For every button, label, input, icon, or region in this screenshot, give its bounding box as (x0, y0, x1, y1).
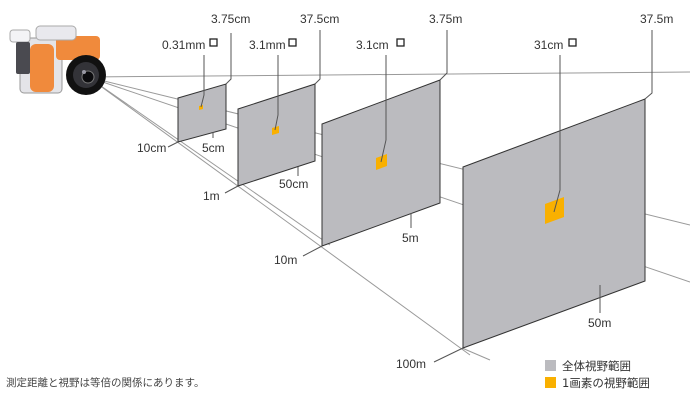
height-label: 5cm (202, 141, 225, 155)
legend-swatch (545, 377, 556, 388)
footnote: 測定距離と視野は等倍の関係にあります。 (6, 377, 205, 389)
camera-icon (9, 25, 106, 95)
pixel-square-icon (209, 38, 218, 47)
leader-lines (167, 30, 653, 363)
plane-10m (321, 79, 441, 247)
height-label: 50m (588, 316, 611, 330)
plane-1m (237, 83, 316, 187)
width-label: 3.75cm (211, 12, 250, 26)
view-field-plane (237, 83, 316, 187)
height-label: 5m (402, 231, 419, 245)
pixel-area (199, 105, 203, 110)
legend-label: 1画素の視野範囲 (562, 375, 650, 390)
width-label: 37.5m (640, 12, 673, 26)
projection-line-lower-tail (461, 347, 491, 361)
distance-label: 10cm (137, 141, 166, 155)
width-labels: 3.75cm 37.5cm 3.75m 37.5m (211, 12, 673, 26)
width-leader-4 (644, 30, 653, 100)
distance-label: 100m (396, 357, 426, 371)
pixel-size-label: 0.31mm (162, 38, 205, 52)
pixel-area (272, 126, 279, 135)
pixel-leader-3 (380, 55, 387, 163)
distance-leader-3 (302, 245, 323, 257)
width-label: 3.75m (429, 12, 462, 26)
distance-leader-2 (224, 185, 239, 194)
legend-swatch (545, 360, 556, 371)
projection-line-steep (87, 76, 331, 246)
width-leader-1 (225, 33, 232, 85)
pixel-leader-4 (553, 55, 561, 213)
width-leader-2 (314, 30, 321, 85)
legend-item-pixel-field: 1画素の視野範囲 (545, 374, 650, 391)
distance-label: 1m (203, 189, 220, 203)
legend-item-full-field: 全体視野範囲 (545, 357, 650, 374)
view-field-plane (177, 83, 227, 143)
projection-line-top (87, 71, 690, 78)
width-leader-3 (439, 30, 448, 81)
pixel-square-icon (568, 38, 577, 47)
width-label: 37.5cm (300, 12, 339, 26)
projection-line-bottom (87, 76, 471, 356)
pixel-square-icon (396, 38, 405, 47)
height-labels: 5cm 50cm 5m 50m (202, 141, 611, 330)
legend: 全体視野範囲 1画素の視野範囲 (545, 357, 650, 391)
pixel-square-icon (288, 38, 297, 47)
distance-leader-1 (167, 141, 179, 148)
legend-label: 全体視野範囲 (562, 358, 631, 373)
height-label: 50cm (279, 177, 308, 191)
view-field-plane (462, 98, 646, 349)
distance-label: 10m (274, 253, 297, 267)
distance-labels: 10cm 1m 10m 100m (137, 141, 426, 371)
pixel-size-label: 3.1mm (249, 38, 286, 52)
distance-leader-4 (433, 347, 464, 363)
plane-10cm (177, 83, 227, 143)
pixel-leader-2 (274, 55, 279, 131)
plane-100m (462, 98, 646, 349)
pixel-size-label: 31cm (534, 38, 563, 52)
pixel-leader-1 (200, 55, 205, 108)
pixel-size-labels: 0.31mm 3.1mm 3.1cm 31cm (162, 38, 577, 52)
pixel-size-label: 3.1cm (356, 38, 389, 52)
